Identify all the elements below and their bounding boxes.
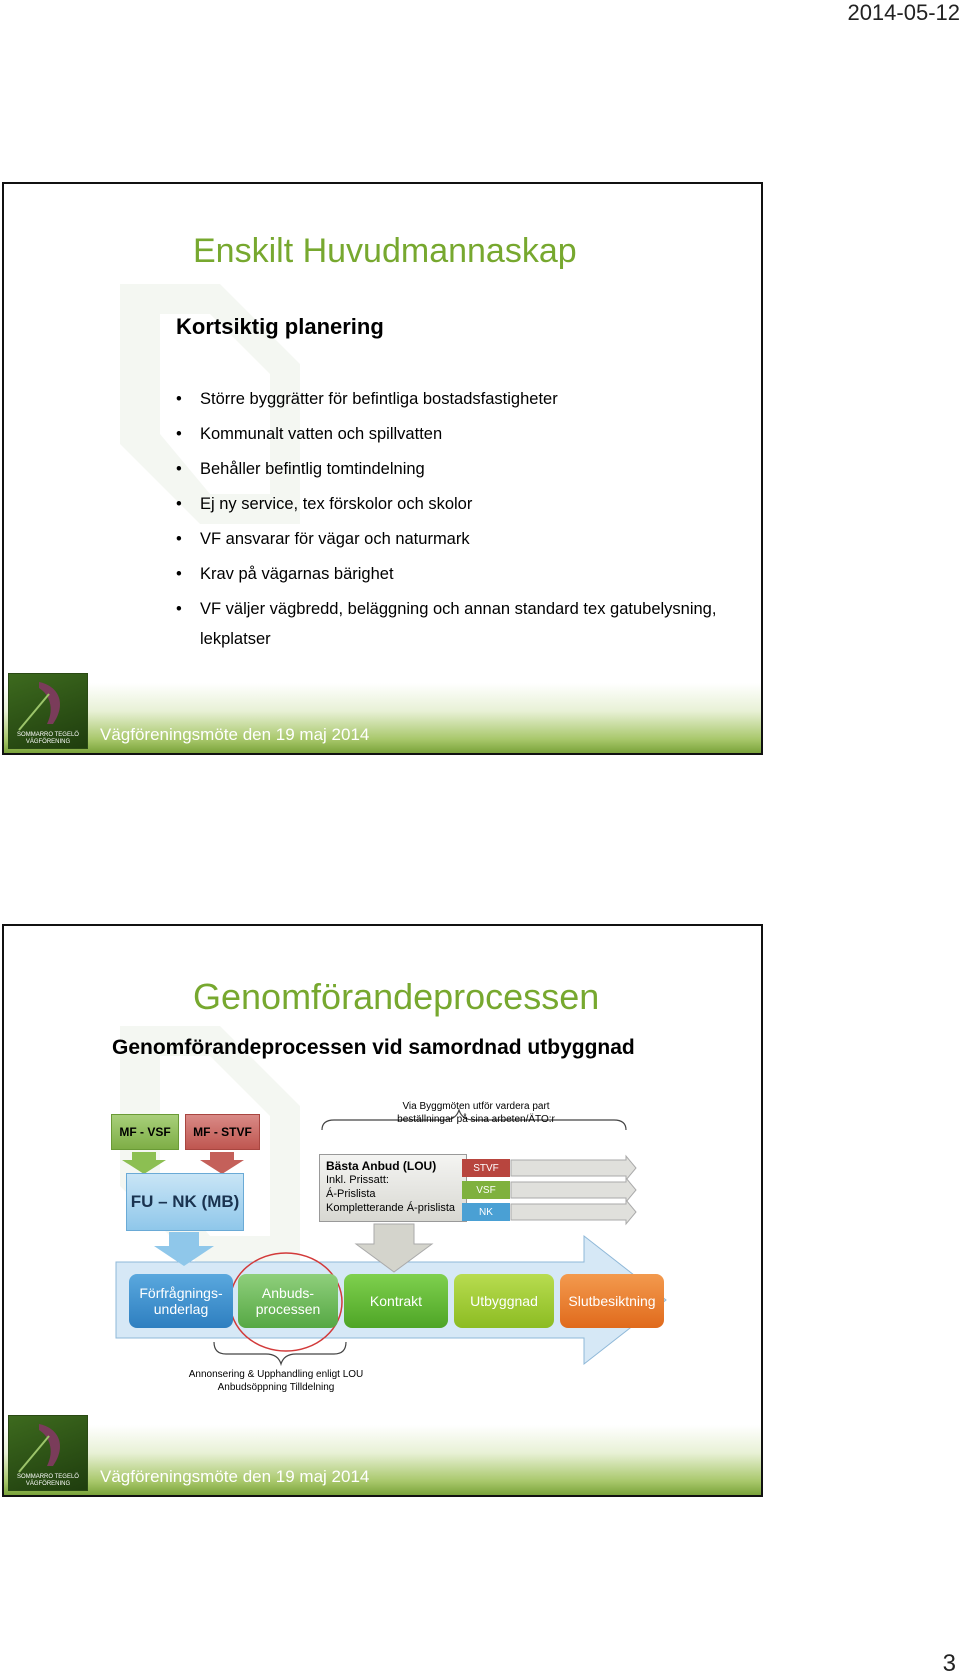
anbud-line: Inkl. Prissatt: — [326, 1174, 389, 1186]
footer-text: Vägföreningsmöte den 19 maj 2014 — [100, 1467, 370, 1486]
footer-band — [4, 1425, 761, 1495]
stage-slutbesiktning: Slutbesiktning — [560, 1274, 664, 1328]
mf-vsf-box: MF - VSF — [111, 1114, 179, 1150]
bullet-item: Ej ny service, tex förskolor och skolor — [176, 489, 736, 519]
bottom-brace — [213, 1341, 347, 1367]
diagram-title: Genomförandeprocessen vid samordnad utby… — [112, 1036, 635, 1059]
slide-subhead: Kortsiktig planering — [176, 314, 384, 339]
stvf-label: STVF — [462, 1159, 510, 1177]
bullet-item: Krav på vägarnas bärighet — [176, 559, 736, 589]
gray-arrow — [510, 1154, 637, 1182]
bullet-item: VF ansvarar för vägar och naturmark — [176, 524, 736, 554]
flower-icon — [18, 1424, 61, 1473]
bullet-item: Behåller befintlig tomtindelning — [176, 454, 736, 484]
nk-label: NK — [462, 1203, 510, 1221]
slide-title: Genomförandeprocessen — [193, 976, 600, 1017]
footer-band — [4, 683, 761, 753]
logo-text: SOMMARRO TEGELÖ VÄGFÖRENING — [17, 732, 79, 745]
stage-utbyggnad: Utbyggnad — [454, 1274, 554, 1328]
down-arrow-green — [122, 1152, 166, 1174]
anbud-box: Bästa Anbud (LOU) Inkl. Prissatt: Á-Pris… — [319, 1154, 467, 1222]
page-date: 2014-05-12 — [847, 0, 960, 25]
stage-kontrakt: Kontrakt — [344, 1274, 448, 1328]
note-top: Via Byggmöten utför vardera part beställ… — [397, 1101, 555, 1125]
anbud-line: Á-Prislista — [326, 1188, 376, 1200]
stage-anbudsprocessen: Anbuds-processen — [238, 1274, 338, 1328]
footer-text: Vägföreningsmöte den 19 maj 2014 — [100, 725, 370, 744]
mf-stvf-box: MF - STVF — [185, 1114, 260, 1150]
bullet-item: VF väljer vägbredd, beläggning och annan… — [176, 594, 736, 654]
note-bottom: Annonsering & Upphandling enligt LOU Anb… — [188, 1369, 364, 1393]
down-arrow-gray — [354, 1223, 434, 1273]
gray-arrow — [510, 1176, 637, 1204]
bullet-item: Större byggrätter för befintliga bostads… — [176, 384, 736, 414]
logo-text: SOMMARRO TEGELÖ VÄGFÖRENING — [17, 1474, 79, 1487]
anbud-line: Kompletterande Á-prislista — [326, 1202, 456, 1214]
down-arrow-blue — [154, 1232, 214, 1266]
gray-arrow — [510, 1198, 637, 1226]
logo: SOMMARRO TEGELÖ VÄGFÖRENING — [8, 673, 88, 749]
vsf-label: VSF — [462, 1181, 510, 1199]
slide-2: Genomförandeprocessen Genomförandeproces… — [2, 924, 763, 1497]
page-number: 3 — [942, 1650, 956, 1677]
slide-title: Enskilt Huvudmannaskap — [193, 232, 577, 270]
slide-1: Enskilt Huvudmannaskap Kortsiktig planer… — [2, 182, 763, 755]
logo: SOMMARRO TEGELÖ VÄGFÖRENING — [8, 1415, 88, 1491]
flower-icon — [18, 682, 61, 731]
fu-nk-box: FU – NK (MB) — [126, 1173, 244, 1231]
bullet-item: Kommunalt vatten och spillvatten — [176, 419, 736, 449]
bullet-list: Större byggrätter för befintliga bostads… — [176, 384, 736, 659]
top-brace — [321, 1107, 627, 1131]
anbud-title: Bästa Anbud (LOU) — [326, 1159, 437, 1173]
stage-forfragningsunderlag: Förfrågnings-underlag — [129, 1274, 233, 1328]
down-arrow-red — [200, 1152, 244, 1174]
